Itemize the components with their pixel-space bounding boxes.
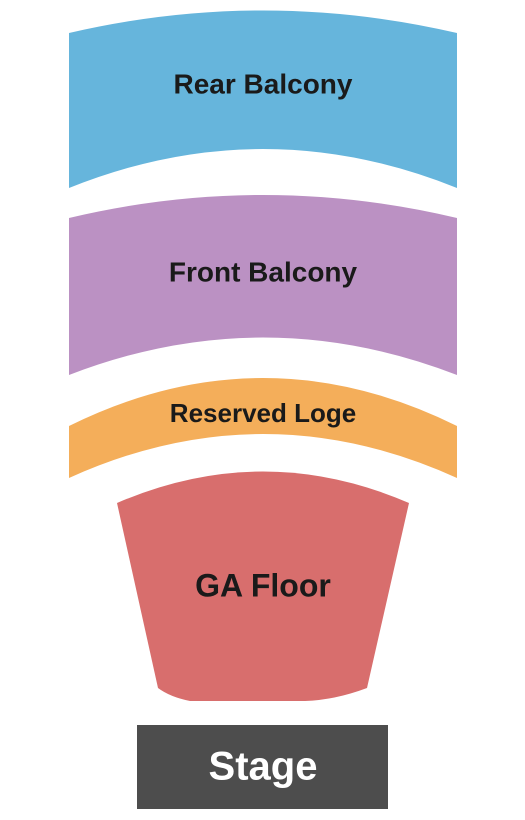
- front-balcony-shape[interactable]: [69, 195, 457, 375]
- section-reserved-loge[interactable]: Reserved Loge: [69, 378, 457, 478]
- rear-balcony-shape[interactable]: [69, 10, 457, 189]
- stage-block: [137, 725, 388, 809]
- section-front-balcony[interactable]: Front Balcony: [69, 195, 457, 375]
- stage-label: Stage: [209, 745, 318, 789]
- section-ga-floor[interactable]: GA Floor: [117, 471, 409, 702]
- ga-floor-shape[interactable]: [117, 471, 409, 702]
- stage: Stage: [137, 725, 388, 809]
- section-rear-balcony[interactable]: Rear Balcony: [69, 10, 457, 189]
- reserved-loge-shape[interactable]: [69, 378, 457, 478]
